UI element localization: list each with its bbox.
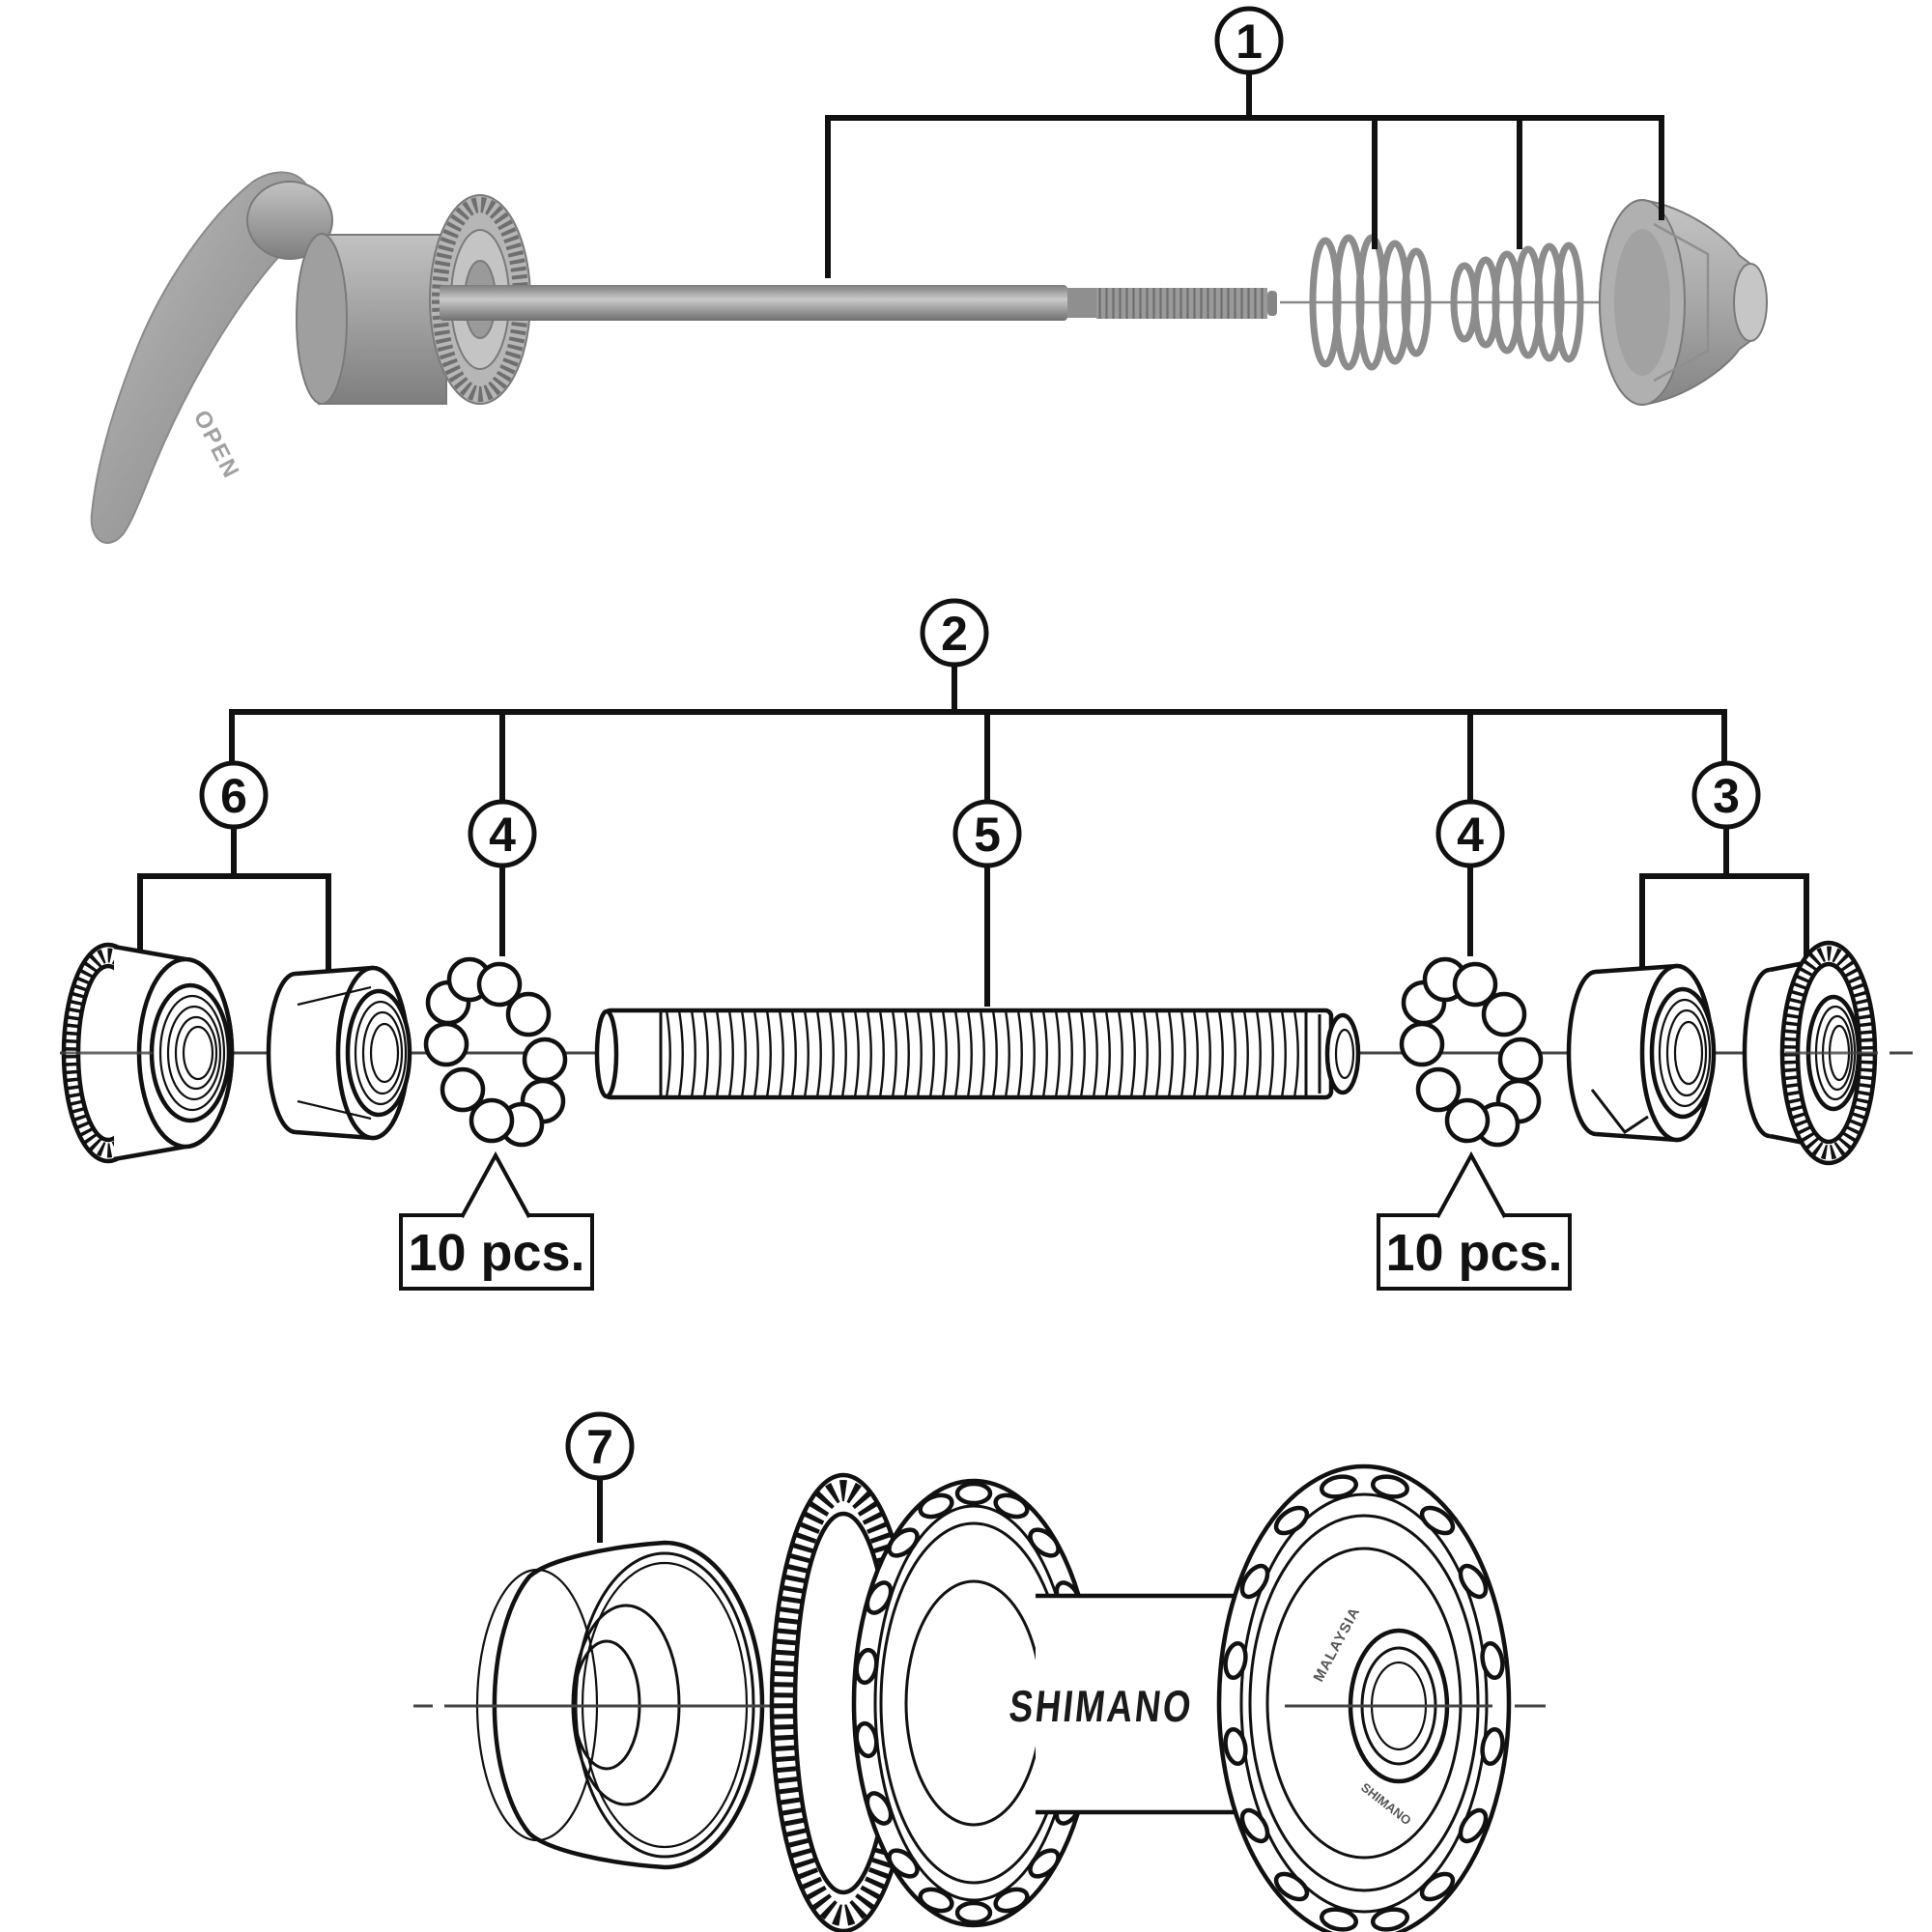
callout-6-badge: 6 xyxy=(199,760,269,830)
callout-2-label: 2 xyxy=(941,607,968,661)
bracket-1 xyxy=(825,72,1664,278)
qr-spring-inner xyxy=(1450,242,1584,363)
qr-skewer-rod xyxy=(440,285,1277,321)
callout-7-badge: 7 xyxy=(565,1411,635,1481)
callout-7-label: 7 xyxy=(586,1420,613,1474)
callout-3-badge: 3 xyxy=(1691,760,1761,830)
qr-lever-pivot xyxy=(246,181,333,260)
callout-6-label: 6 xyxy=(220,769,247,823)
ball-bearing-ring-right xyxy=(1399,956,1544,1148)
quick-release-assembly: OPEN xyxy=(90,171,1768,544)
qty-box-right: 10 pcs. xyxy=(1377,1151,1572,1291)
callout-4-right-label: 4 xyxy=(1457,808,1484,862)
hub-axle xyxy=(594,1008,1361,1100)
callout-5-badge: 5 xyxy=(952,799,1022,868)
callout-5-label: 5 xyxy=(974,808,1001,862)
serrated-locknut-left xyxy=(61,942,235,1164)
cone-nut-right xyxy=(1566,963,1717,1143)
qr-cam-housing-face xyxy=(296,233,348,405)
callout-4-left-label: 4 xyxy=(489,808,516,862)
hub-body: SHIMANO xyxy=(769,1463,1546,1932)
bracket-2 xyxy=(229,665,1727,802)
lever-open-text: OPEN xyxy=(188,406,245,483)
ball-bearing-ring-left xyxy=(423,956,568,1148)
qty-left-label: 10 pcs. xyxy=(408,1224,584,1282)
serrated-flange-nut-right xyxy=(1742,940,1878,1166)
hub-flange-right: MALAYSIA SHIMANO xyxy=(1216,1463,1546,1932)
sub-bracket-6 xyxy=(137,827,331,974)
callout-1-badge: 1 xyxy=(1214,6,1284,75)
hub-logo-text: SHIMANO xyxy=(1007,1681,1195,1731)
qty-right-label: 10 pcs. xyxy=(1385,1224,1562,1282)
qr-adjusting-nut xyxy=(1599,198,1768,407)
callout-2-badge: 2 xyxy=(920,598,989,668)
sub-bracket-3 xyxy=(1639,827,1809,974)
spoke-holes-right xyxy=(1223,1474,1505,1932)
hub-barrel: SHIMANO xyxy=(1007,1593,1258,1815)
callout-3-label: 3 xyxy=(1713,769,1740,823)
qty-box-left: 10 pcs. xyxy=(399,1151,594,1291)
callout-4-left-badge: 4 xyxy=(468,799,537,868)
callout-4-right-badge: 4 xyxy=(1435,799,1505,868)
hub-flange-left xyxy=(851,1478,1096,1928)
callout-1-label: 1 xyxy=(1236,14,1263,69)
cone-locknut-left xyxy=(266,965,412,1141)
